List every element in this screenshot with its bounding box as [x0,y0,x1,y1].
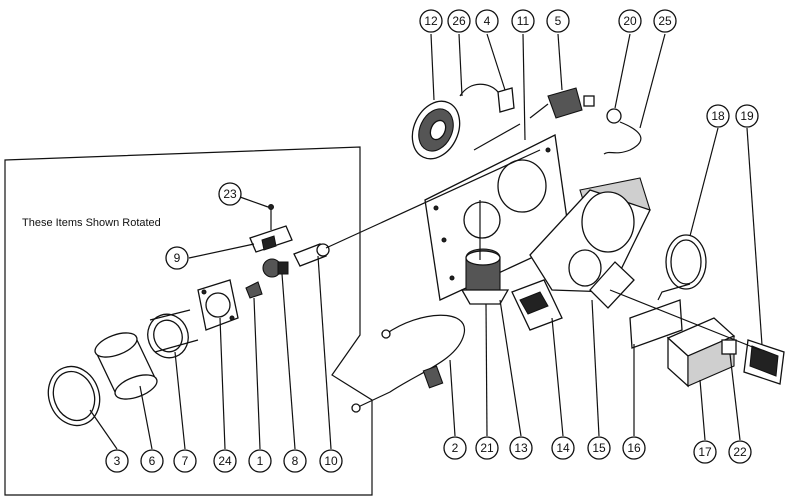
callout-label: 18 [711,109,725,123]
part-8-adapter [262,258,289,278]
part-15-housing [529,177,651,309]
callout-12: 12 [419,9,443,33]
callout-1: 1 [248,449,272,473]
part-6-tube [94,332,158,400]
callout-label: 13 [514,441,528,455]
callout-8: 8 [283,449,307,473]
callout-label: 10 [324,454,338,468]
callout-label: 16 [627,441,641,455]
callout-label: 21 [480,441,494,455]
part-25-cable [603,121,642,155]
callout-4: 4 [475,9,499,33]
callout-23: 23 [218,182,242,206]
callout-19: 19 [735,104,759,128]
callout-label: 4 [484,14,491,28]
callout-9: 9 [165,246,189,270]
part-10-electrode [293,243,330,267]
callout-11: 11 [511,9,535,33]
callout-label: 24 [218,454,232,468]
callout-26: 26 [447,9,471,33]
callout-label: 25 [658,14,672,28]
callout-label: 2 [452,441,459,455]
part-21-motor [460,248,510,305]
callout-label: 11 [517,14,530,28]
callout-13: 13 [509,436,533,460]
callout-label: 23 [223,187,237,201]
part-22-stem [721,339,737,355]
callout-21: 21 [475,436,499,460]
part-20-fitting [606,108,622,124]
part-2-hose [351,314,465,413]
part-24-flange [197,279,239,331]
inset-frame [4,146,373,496]
callout-label: 1 [257,454,264,468]
callout-7: 7 [173,449,197,473]
part-3-ring [47,365,101,427]
callout-label: 6 [149,454,156,468]
callout-label: 8 [292,454,299,468]
callout-label: 20 [623,14,637,28]
part-9-bracket [249,225,293,253]
callout-15: 15 [587,436,611,460]
callout-3: 3 [105,449,129,473]
callout-label: 19 [740,109,754,123]
callout-14: 14 [551,436,575,460]
callout-label: 3 [114,454,121,468]
part-4-bracket [459,83,521,151]
callout-24: 24 [213,449,237,473]
part-19-end-cap [743,339,785,385]
callout-22: 22 [728,440,752,464]
callout-label: 14 [556,441,570,455]
part-7-sleeve [147,309,199,359]
part-1-nozzle [245,281,263,299]
callout-label: 17 [698,445,712,459]
part-5-valve [529,87,595,119]
callout-16: 16 [622,436,646,460]
inset-caption: These Items Shown Rotated [22,217,161,229]
leader-lines [89,33,763,450]
callout-17: 17 [693,440,717,464]
callout-18: 18 [706,104,730,128]
callout-label: 9 [174,251,181,265]
part-11-mounting-plate [424,134,571,301]
callout-label: 26 [452,14,466,28]
part-23-screw [268,204,274,230]
callout-label: 15 [592,441,606,455]
callout-10: 10 [319,449,343,473]
callout-6: 6 [140,449,164,473]
callout-2: 2 [443,436,467,460]
part-12-blower-wheel [411,100,461,160]
callout-label: 12 [424,14,438,28]
callout-label: 7 [182,454,189,468]
callout-25: 25 [653,9,677,33]
callout-5: 5 [546,9,570,33]
callout-label: 22 [733,445,747,459]
part-16-bracket [629,283,691,349]
part-18-ring [665,234,707,290]
axis-lines [325,149,761,351]
callout-label: 5 [555,14,562,28]
part-14-transformer [511,279,563,331]
callout-20: 20 [618,9,642,33]
